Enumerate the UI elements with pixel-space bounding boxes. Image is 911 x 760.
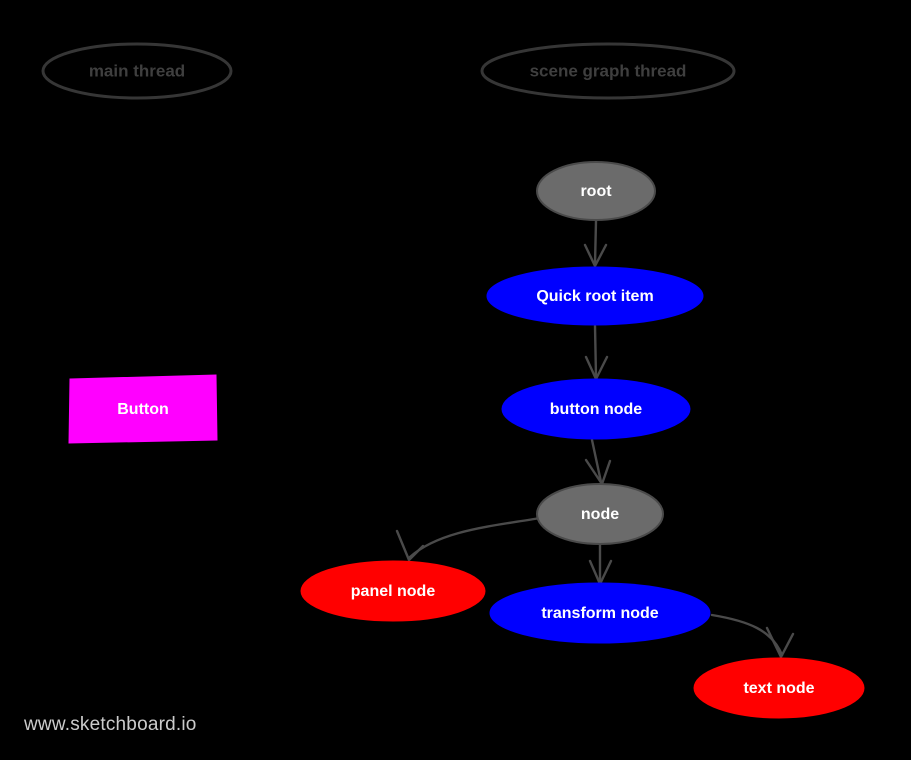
main-thread-label: main thread — [89, 61, 185, 80]
arrowhead — [583, 243, 608, 268]
root-label: root — [580, 183, 612, 200]
edge-line — [408, 516, 542, 559]
edge-line — [590, 438, 603, 484]
button-rect — [68, 374, 218, 444]
sketchboard-watermark: www.sketchboard.io — [24, 714, 197, 735]
edge-line — [710, 613, 784, 657]
quick-root-item-label: Quick root item — [536, 288, 653, 305]
edge-transform-node-to-text-node[interactable] — [710, 613, 795, 659]
button-node-ellipse — [501, 378, 691, 440]
panel-node-ellipse — [300, 560, 486, 622]
button-label: Button — [117, 401, 169, 418]
text-node-ellipse — [693, 657, 865, 719]
transform-node-ellipse — [489, 582, 711, 644]
edge-quick-root-item-to-button-node[interactable] — [584, 324, 609, 381]
panel-node-label: panel node — [351, 583, 436, 600]
root-ellipse — [536, 161, 656, 221]
node-ellipse — [536, 483, 664, 545]
node-node[interactable]: node — [536, 483, 664, 545]
node-label: node — [581, 506, 619, 523]
node-text-node[interactable]: text node — [693, 657, 865, 719]
lane-scene-graph-thread[interactable]: scene graph thread — [480, 42, 736, 100]
button-node-label: button node — [550, 401, 643, 418]
arrowhead — [395, 529, 425, 562]
edge-node-to-transform-node[interactable] — [588, 543, 613, 586]
lane-main-thread[interactable]: main thread — [41, 42, 233, 100]
transform-node-label: transform node — [541, 605, 658, 622]
node-transform-node[interactable]: transform node — [489, 582, 711, 644]
edge-root-to-quick-root-item[interactable] — [583, 219, 608, 268]
edge-line — [593, 219, 598, 266]
node-button-node[interactable]: button node — [501, 378, 691, 440]
node-button[interactable]: Button — [68, 374, 218, 444]
scene-graph-thread-ellipse — [480, 42, 736, 100]
scene-graph-thread-label: scene graph thread — [530, 61, 687, 80]
node-panel-node[interactable]: panel node — [300, 560, 486, 622]
quick-root-item-ellipse — [486, 266, 704, 326]
arrowhead — [765, 626, 795, 659]
node-quick-root-item[interactable]: Quick root item — [486, 266, 704, 326]
main-thread-ellipse — [41, 42, 233, 100]
node-root[interactable]: root — [536, 161, 656, 221]
text-node-label: text node — [743, 680, 814, 697]
edge-button-node-to-node[interactable] — [584, 438, 612, 486]
edge-line — [593, 324, 598, 379]
edge-node-to-panel-node[interactable] — [395, 516, 542, 562]
